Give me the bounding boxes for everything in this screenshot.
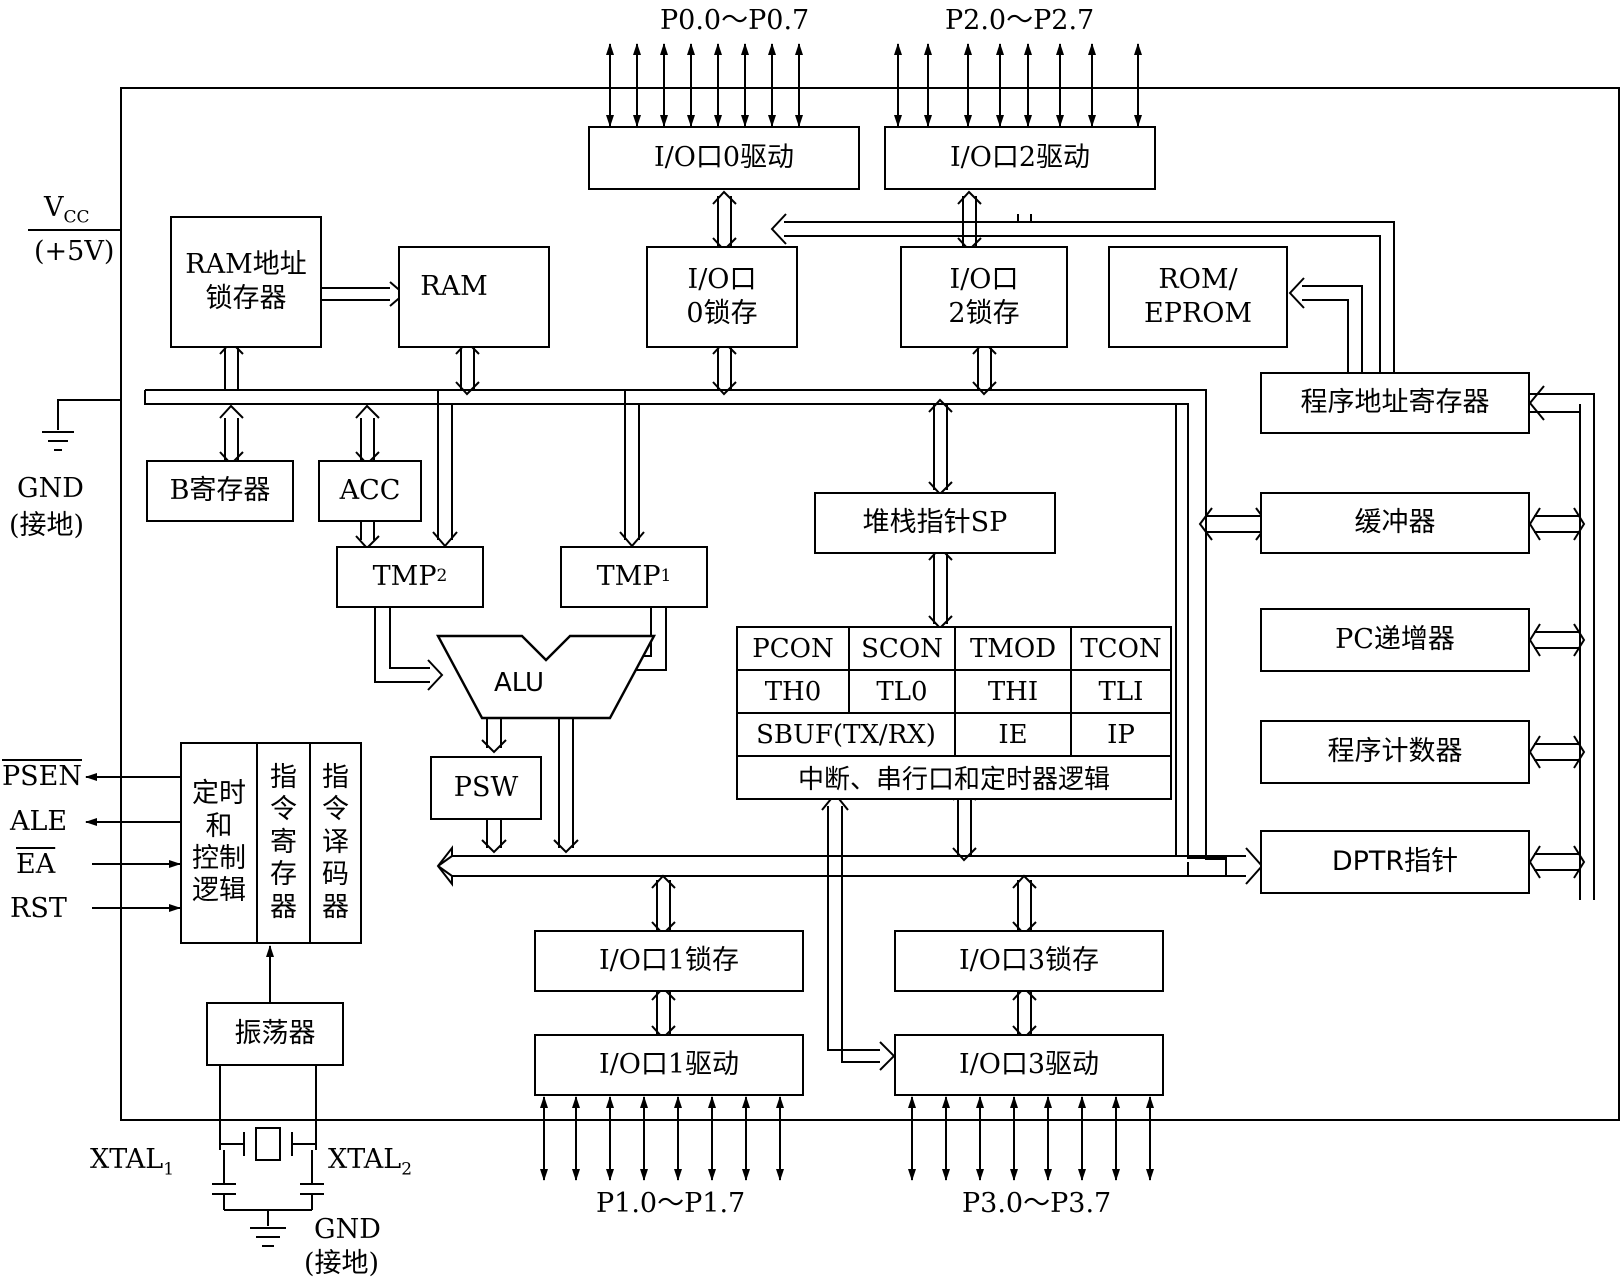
ram-block: RAM — [398, 246, 550, 348]
gnd-bottom-note-label: (接地) — [304, 1248, 380, 1279]
program-address-register-block: 程序地址寄存器 — [1260, 372, 1530, 434]
tmp1-main: TMP — [596, 561, 661, 593]
xtal2-sub: 2 — [401, 1159, 413, 1180]
tmp1-sub: 1 — [660, 566, 672, 587]
vcc-sub: CC — [63, 207, 90, 228]
gnd-label: GND — [17, 473, 84, 504]
vcc-value-label: (+5V) — [34, 236, 115, 267]
io3-latch-block: I/O口3锁存 — [894, 930, 1164, 992]
io2-driver-block: I/O口2驱动 — [884, 126, 1156, 190]
sfr-ip: IP — [1070, 712, 1172, 757]
p1-pin-lines — [540, 1096, 784, 1181]
vcc-label: VCC — [44, 194, 90, 226]
acc-block: ACC — [318, 460, 422, 522]
sfr-th1: THI — [954, 669, 1072, 714]
instruction-register: 指 令 寄 存 器 — [258, 744, 311, 942]
alu-shape — [436, 634, 656, 720]
tmp2-sub: 2 — [436, 566, 448, 587]
dptr-block: DPTR指针 — [1260, 830, 1530, 894]
sfr-tcon: TCON — [1070, 626, 1172, 671]
sfr-tl1: TLI — [1070, 669, 1172, 714]
instruction-decoder: 指 令 译 码 器 — [322, 762, 349, 923]
xtal1-label: XTAL1 — [90, 1146, 174, 1178]
sfr-tmod: TMOD — [954, 626, 1072, 671]
sfr-pcon: PCON — [736, 626, 850, 671]
sfr-table: PCON SCON TMOD TCON TH0 TL0 THI TLI SBUF… — [736, 626, 1172, 800]
tmp2-main: TMP — [372, 561, 437, 593]
io0-latch-block: I/O口 0锁存 — [646, 246, 798, 348]
ale-label: ALE — [10, 806, 68, 837]
gnd-lead — [57, 399, 121, 430]
p2-pin-lines — [894, 43, 1142, 127]
gnd-bottom-label: GND — [314, 1214, 381, 1245]
pc-incrementer-block: PC递增器 — [1260, 608, 1530, 672]
b-register-block: B寄存器 — [146, 460, 294, 522]
p1-port-label: P1.0～P1.7 — [596, 1188, 746, 1219]
program-counter-block: 程序计数器 — [1260, 720, 1530, 784]
stack-pointer-block: 堆栈指针SP — [814, 492, 1056, 554]
control-logic-group: 定时 和 控制 逻辑 指 令 寄 存 器 指 令 译 码 器 — [180, 742, 362, 944]
psw-block: PSW — [430, 756, 542, 820]
timing-control-logic: 定时 和 控制 逻辑 — [182, 744, 258, 942]
oscillator-block: 振荡器 — [206, 1002, 344, 1066]
p0-port-label: P0.0～P0.7 — [660, 5, 810, 36]
xtal1-sub: 1 — [163, 1159, 175, 1180]
io2-latch-block: I/O口 2锁存 — [900, 246, 1068, 348]
sfr-tl0: TL0 — [848, 669, 956, 714]
p3-pin-lines — [908, 1096, 1154, 1181]
buffer-block: 缓冲器 — [1260, 492, 1530, 554]
right-bus — [1579, 404, 1595, 900]
sfr-sbuf: SBUF(TX/RX) — [736, 712, 956, 757]
p2-port-label: P2.0～P2.7 — [945, 5, 1095, 36]
rom-eprom-block: ROM/ EPROM — [1108, 246, 1288, 348]
io1-latch-block: I/O口1锁存 — [534, 930, 804, 992]
bus-connectors — [219, 190, 1037, 1040]
vcc-main: V — [44, 192, 64, 223]
xtal2-label: XTAL2 — [328, 1146, 412, 1178]
io1-driver-block: I/O口1驱动 — [534, 1034, 804, 1096]
sfr-ie: IE — [954, 712, 1072, 757]
io0-driver-block: I/O口0驱动 — [588, 126, 860, 190]
gnd-note-label: (接地) — [9, 510, 85, 541]
p3-port-label: P3.0～P3.7 — [962, 1188, 1112, 1219]
xtal1-main: XTAL — [90, 1144, 164, 1175]
sfr-th0: TH0 — [736, 669, 850, 714]
sfr-scon: SCON — [848, 626, 956, 671]
io3-driver-block: I/O口3驱动 — [894, 1034, 1164, 1096]
ram-address-latch-block: RAM地址 锁存器 — [170, 216, 322, 348]
p0-pin-lines — [606, 43, 803, 127]
psen-label: PSEN — [2, 761, 82, 792]
alu-label: ALU — [494, 668, 545, 698]
ea-label: EA — [16, 849, 56, 880]
chip-outline — [120, 87, 1620, 1121]
rst-label: RST — [10, 893, 67, 924]
sfr-footer: 中断、串行口和定时器逻辑 — [736, 755, 1172, 800]
xtal2-main: XTAL — [328, 1144, 402, 1175]
